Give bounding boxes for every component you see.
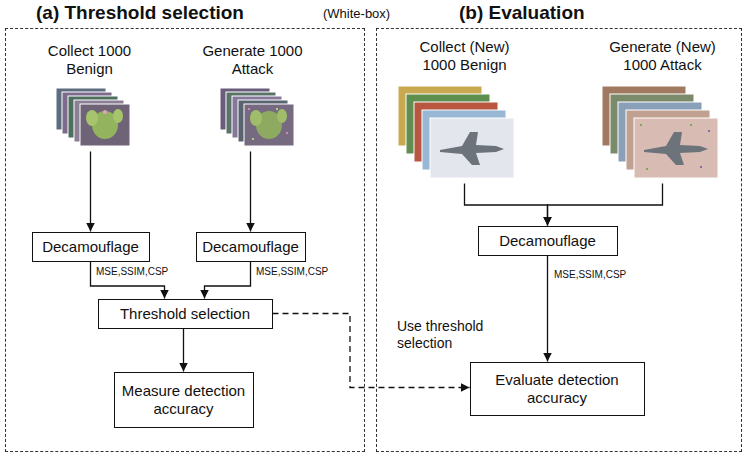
new-attack-image-stack <box>602 86 718 178</box>
image-set-caption: Generate 1000 Attack <box>197 42 309 78</box>
panel-heading: (a) Threshold selection <box>36 2 244 24</box>
image-set-caption: Collect (New) 1000 Benign <box>409 38 521 74</box>
flow-arrow <box>547 256 548 362</box>
edge-label: MSE,SSIM,CSP <box>256 265 328 278</box>
benign-image-stack <box>56 88 130 146</box>
new-benign-image-stack <box>398 86 514 178</box>
process-box: Threshold selection <box>98 299 273 329</box>
image-set-caption: Collect 1000 Benign <box>35 42 145 78</box>
flow-arrow <box>205 262 251 299</box>
dashed-panel: (a) Threshold selectionCollect 1000 Beni… <box>5 28 365 452</box>
process-box: Evaluate detection accuracy <box>470 362 645 416</box>
flow-arrow <box>90 152 91 232</box>
panel-heading-holder: (a) Threshold selection <box>36 2 244 24</box>
image-set-node: Generate 1000 Attack <box>193 42 313 152</box>
edge-label: MSE,SSIM,CSP <box>96 265 168 278</box>
box-label: Evaluate detection accuracy <box>476 371 639 407</box>
edge-label-holder: MSE,SSIM,CSP <box>553 268 627 281</box>
flow-arrow <box>465 184 548 226</box>
process-box: Measure detection accuracy <box>114 372 254 428</box>
image-set-node: Collect 1000 Benign <box>30 42 150 152</box>
label-holder: (White-box) <box>322 6 391 22</box>
box-label: Decamouflage <box>42 238 139 256</box>
box-label: Measure detection accuracy <box>120 382 248 418</box>
image-set-node: Collect (New) 1000 Benign <box>390 38 540 184</box>
annotation-label: (White-box) <box>323 6 390 22</box>
image-set-caption: Generate (New) 1000 Attack <box>604 38 722 74</box>
panel-heading-holder: (b) Evaluation <box>459 2 585 24</box>
box-label: Decamouflage <box>202 238 299 256</box>
box-label: Decamouflage <box>499 232 596 250</box>
edge-label-holder: MSE,SSIM,CSP <box>255 265 329 278</box>
process-box: Decamouflage <box>196 232 306 262</box>
edge-label: MSE,SSIM,CSP <box>554 268 626 281</box>
edge-label: Use threshold selection <box>397 318 507 352</box>
flow-arrow <box>548 184 663 226</box>
flow-arrow <box>250 152 251 232</box>
process-box: Decamouflage <box>478 226 618 256</box>
box-label: Threshold selection <box>120 305 250 323</box>
edge-label-holder: Use threshold selection <box>396 318 508 352</box>
panel-heading: (b) Evaluation <box>459 2 585 24</box>
image-set-node: Generate (New) 1000 Attack <box>598 38 728 184</box>
process-box: Decamouflage <box>32 232 150 262</box>
attack-image-stack <box>220 88 294 146</box>
edge-label-holder: MSE,SSIM,CSP <box>95 265 169 278</box>
dashed-panel: (b) EvaluationCollect (New) 1000 BenignG… <box>376 28 742 452</box>
flow-arrow <box>183 329 184 372</box>
